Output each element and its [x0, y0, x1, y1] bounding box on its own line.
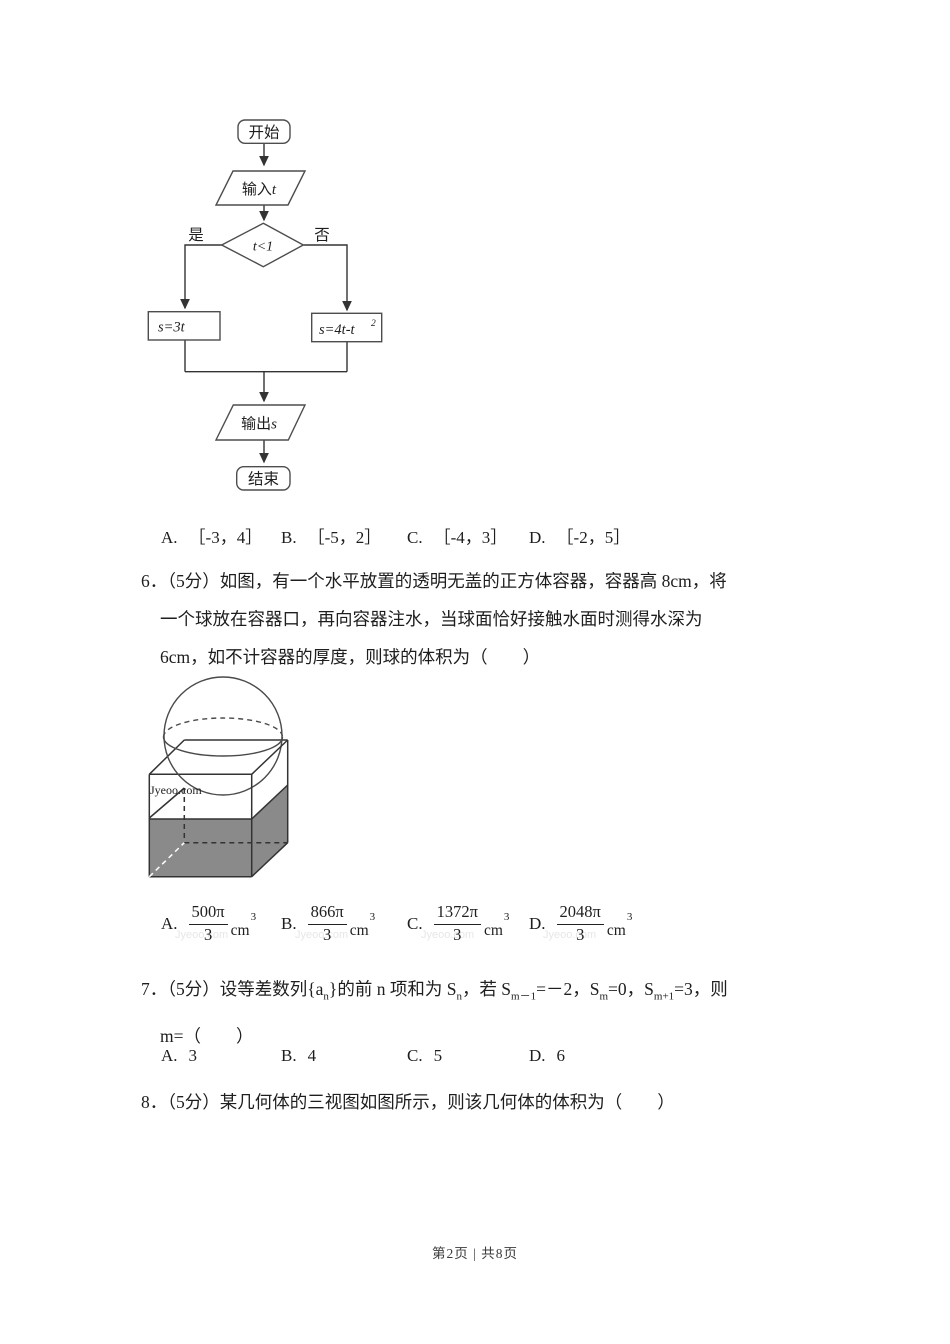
q7-option-c: C.5: [407, 1046, 443, 1065]
end-node-label: 结束: [248, 470, 279, 488]
no-branch-label: 否: [314, 227, 330, 244]
question-6-text: 6．（5分）如图，有一个水平放置的透明无盖的正方体容器，容器高 8cm，将 一个…: [141, 562, 861, 676]
q6-line-3: 6cm，如不计容器的厚度，则球的体积为（ ）: [160, 647, 541, 667]
yes-branch-label: 是: [188, 227, 204, 244]
watermark: Jyeoo.com: [175, 929, 229, 941]
q5-option-b: B.［-5，2］: [281, 528, 382, 547]
cube-right-top-edge: [251, 739, 289, 775]
q6-line-2: 一个球放在容器口，再向容器注水，当球面恰好接触水面时测得水深为: [160, 609, 703, 629]
end-node: [235, 466, 291, 491]
process-box-left: [147, 311, 221, 341]
cube-hidden-bottom-left-edge: [148, 842, 185, 878]
q6-line-1: 6．（5分）如图，有一个水平放置的透明无盖的正方体容器，容器高 8cm，将: [141, 571, 727, 591]
process-box-right-superscript: 2: [371, 319, 376, 329]
output-node: [214, 404, 307, 441]
watermark: Jyeoo.com: [295, 929, 349, 941]
process-box-left-label: s=3t: [158, 320, 186, 336]
start-node: [237, 119, 291, 144]
q5-option-c: C.［-4，3］: [407, 528, 508, 547]
q5-option-d: D.［-2，5］: [529, 528, 631, 547]
flowchart-figure: 开始 输入t t<1 是 否 s=3t s=4t-t 2 输出s 结束: [147, 119, 383, 491]
cube-left-top-edge: [148, 739, 185, 775]
q7-option-a: A.3: [161, 1046, 198, 1065]
question-5-options: A.［-3，4］ B.［-5，2］ C.［-4，3］ D.［-2，5］: [141, 523, 901, 553]
watermark: Jyeoo.com: [543, 929, 597, 941]
output-node-label: 输出s: [241, 416, 277, 433]
page-footer: 第2页 | 共8页: [432, 1246, 518, 1261]
process-box-right: [311, 312, 383, 343]
q7-option-b: B.4: [281, 1046, 317, 1065]
question-7-text: 7．（5分）设等差数列{an}的前 n 项和为 Sn，若 Sm－1=－2，Sm=…: [141, 970, 861, 1056]
decision-node-label: t<1: [253, 240, 273, 255]
start-node-label: 开始: [248, 124, 280, 142]
cube-right-bottom-edge: [251, 842, 289, 878]
input-node-label: 输入t: [242, 181, 277, 198]
sphere-equator-front: [162, 736, 284, 757]
water-surface-left-edge: [148, 787, 185, 819]
decision-node: [220, 222, 305, 268]
q7-line-1: 7．（5分）设等差数列{an}的前 n 项和为 Sn，若 Sm－1=－2，Sm=…: [141, 979, 728, 1003]
process-box-right-label: s=4t-t: [319, 322, 356, 338]
connector-no-branch: [303, 244, 352, 312]
water-right-face: [251, 785, 288, 877]
q8-line-1: 8．（5分）某几何体的三视图如图所示，则该几何体的体积为（ ）: [141, 1092, 675, 1112]
q7-option-d: D.6: [529, 1046, 566, 1065]
question-8-text: 8．（5分）某几何体的三视图如图所示，则该几何体的体积为（ ）: [141, 1083, 861, 1121]
water-line-right: [251, 784, 289, 820]
q7-line-2: m=（ ）: [160, 1025, 254, 1046]
input-node: [214, 170, 307, 206]
sphere-equator-back: [162, 717, 284, 738]
sphere-cube-figure: Jyeoo.com: [148, 676, 289, 878]
question-7-options: A.3 B.4 C.5 D.6: [141, 1046, 901, 1076]
connector-yes-branch: [180, 244, 222, 310]
watermark: Jyeoo.com: [421, 929, 475, 941]
watermark: Jyeoo.com: [150, 783, 202, 797]
water-front-face: [149, 819, 252, 877]
sphere: [163, 676, 283, 796]
q5-option-a: A.［-3，4］: [161, 528, 263, 547]
